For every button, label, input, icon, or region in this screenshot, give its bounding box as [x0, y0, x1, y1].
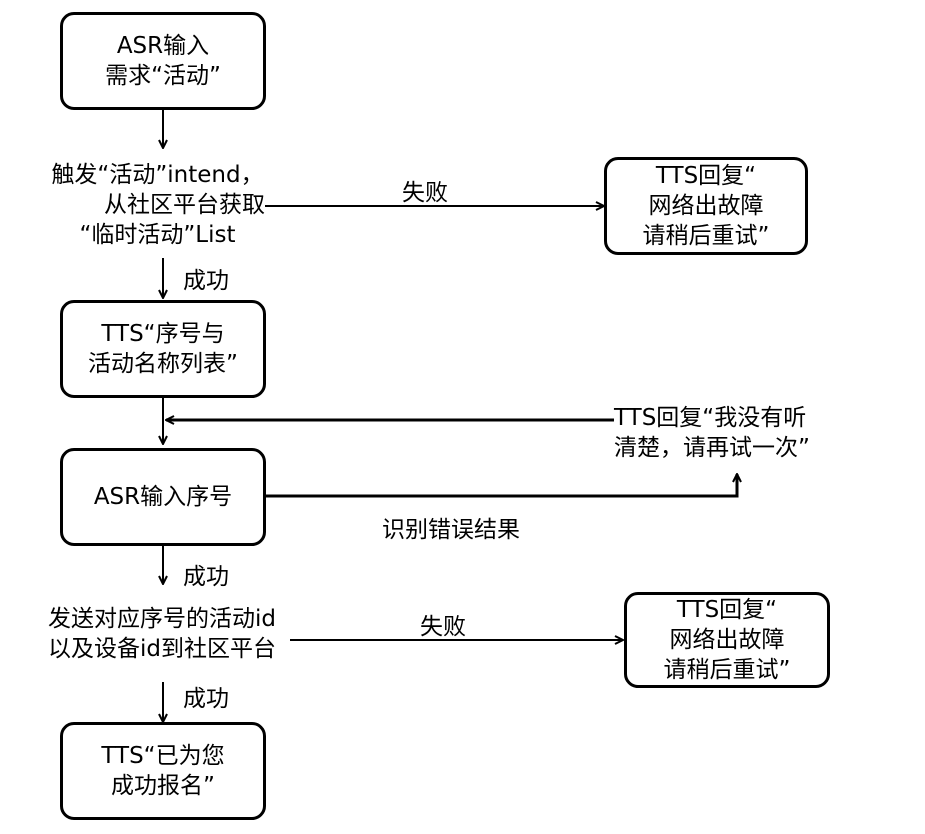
edge-label-fail-2: 失败: [420, 614, 466, 640]
node-tts-registered: TTS“已为您 成功报名”: [60, 722, 266, 820]
edge-label-recognition-error: 识别错误结果: [382, 517, 520, 543]
node-line: 活动名称列表”: [88, 351, 238, 377]
node-line: 清楚，请再试一次”: [614, 435, 810, 461]
node-asr-input-number: ASR输入序号: [60, 448, 266, 546]
node-line: TTS“已为您: [101, 743, 225, 769]
node-line: “临时活动”List: [79, 222, 236, 248]
node-asr-input-request: ASR输入 需求“活动”: [60, 12, 266, 110]
arrow-recognition-error: [265, 474, 737, 498]
node-line: ASR输入序号: [93, 484, 233, 510]
node-line: 请稍后重试”: [642, 223, 770, 249]
node-line: TTS回复“: [655, 163, 757, 189]
edge-label-success-2: 成功: [183, 564, 229, 590]
node-line: 以及设备id到社区平台: [48, 636, 276, 662]
node-line: 需求“活动”: [105, 63, 221, 89]
node-line: TTS“序号与: [101, 321, 225, 347]
node-line: 网络出故障: [669, 627, 785, 653]
node-line: 发送对应序号的活动id: [48, 606, 276, 632]
node-line: 成功报名”: [111, 773, 215, 799]
node-tts-not-clear: TTS回复“我没有听 清楚，请再试一次”: [614, 403, 854, 463]
node-line: 网络出故障: [648, 193, 764, 219]
node-line: 触发“活动”intend，: [51, 162, 264, 188]
node-line: TTS回复“: [676, 597, 778, 623]
node-tts-network-error-1: TTS回复“ 网络出故障 请稍后重试”: [604, 157, 808, 255]
node-tts-network-error-2: TTS回复“ 网络出故障 请稍后重试”: [624, 592, 830, 688]
node-line: 从社区平台获取: [104, 192, 265, 218]
node-trigger-fetch: 触发“活动”intend， 从社区平台获取 “临时活动”List: [50, 160, 265, 250]
node-send-to-platform: 发送对应序号的活动id 以及设备id到社区平台: [33, 604, 291, 664]
node-line: ASR输入: [116, 33, 210, 59]
edge-label-success-3: 成功: [183, 686, 229, 712]
edge-label-success-1: 成功: [183, 268, 229, 294]
node-line: TTS回复“我没有听: [614, 405, 807, 431]
node-tts-list: TTS“序号与 活动名称列表”: [60, 300, 266, 398]
node-line: 请稍后重试”: [663, 657, 791, 683]
edge-label-fail-1: 失败: [402, 180, 448, 206]
